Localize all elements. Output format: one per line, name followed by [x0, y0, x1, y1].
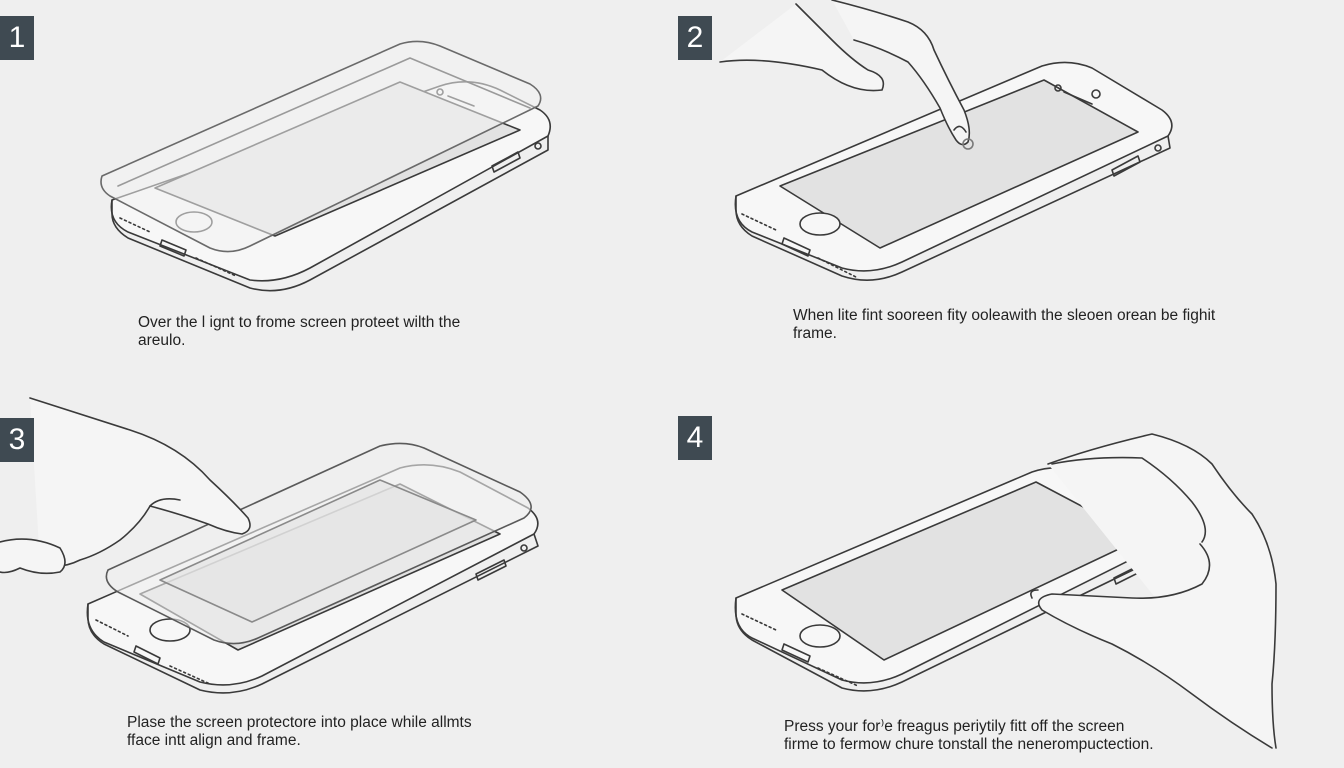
step-panel-3: 3 Plase the screen protectore into place… [0, 384, 672, 768]
phone-with-protector-illustration [100, 40, 551, 292]
step-caption: Press your for⁾e freagus periytily fitt … [784, 718, 1154, 754]
step-panel-1: 1 Over the l ignt to frome screen protee… [0, 0, 672, 384]
step-number-badge: 3 [0, 418, 34, 462]
home-button [799, 212, 841, 236]
hand [29, 397, 251, 568]
step-number-badge: 4 [678, 416, 712, 460]
hand [719, 3, 885, 92]
step-caption: Over the l ignt to frome screen proteet … [138, 314, 460, 350]
step-number-badge: 1 [0, 16, 34, 60]
pressing-protector-edges-illustration [734, 433, 1277, 749]
step-caption: When lite fint sooreen fity ooleawith th… [793, 307, 1215, 343]
caption-line: When lite fint sooreen fity ooleawith th… [793, 307, 1216, 324]
caption-line: Plase the screen protectore into place w… [127, 714, 472, 731]
placing-protector-illustration [0, 397, 539, 694]
caption-line: Press your for⁾e freagus periytily fitt … [784, 718, 1125, 735]
home-button [799, 624, 841, 648]
caption-line: fface intt align and frame. [127, 732, 301, 749]
thumb [1037, 543, 1273, 749]
step-panel-4: 4 Press your for⁾e freagus periytily fit… [672, 384, 1344, 768]
caption-line: frame. [793, 325, 837, 342]
caption-line: firme to fermow chure tonstall the nener… [784, 736, 1154, 753]
pointing-finger [831, 0, 971, 146]
finger-tapping-phone-illustration [719, 0, 1173, 281]
screen-protector-film [100, 40, 542, 253]
step-panel-2: 2 When lite fint sooreen fity ooleawith … [672, 0, 1344, 384]
step-number-badge: 2 [678, 16, 712, 60]
step-caption: Plase the screen protectore into place w… [127, 714, 472, 750]
home-button [149, 618, 191, 642]
caption-line: Over the l ignt to frome screen proteet … [138, 314, 461, 331]
caption-line: areulo. [138, 332, 186, 349]
